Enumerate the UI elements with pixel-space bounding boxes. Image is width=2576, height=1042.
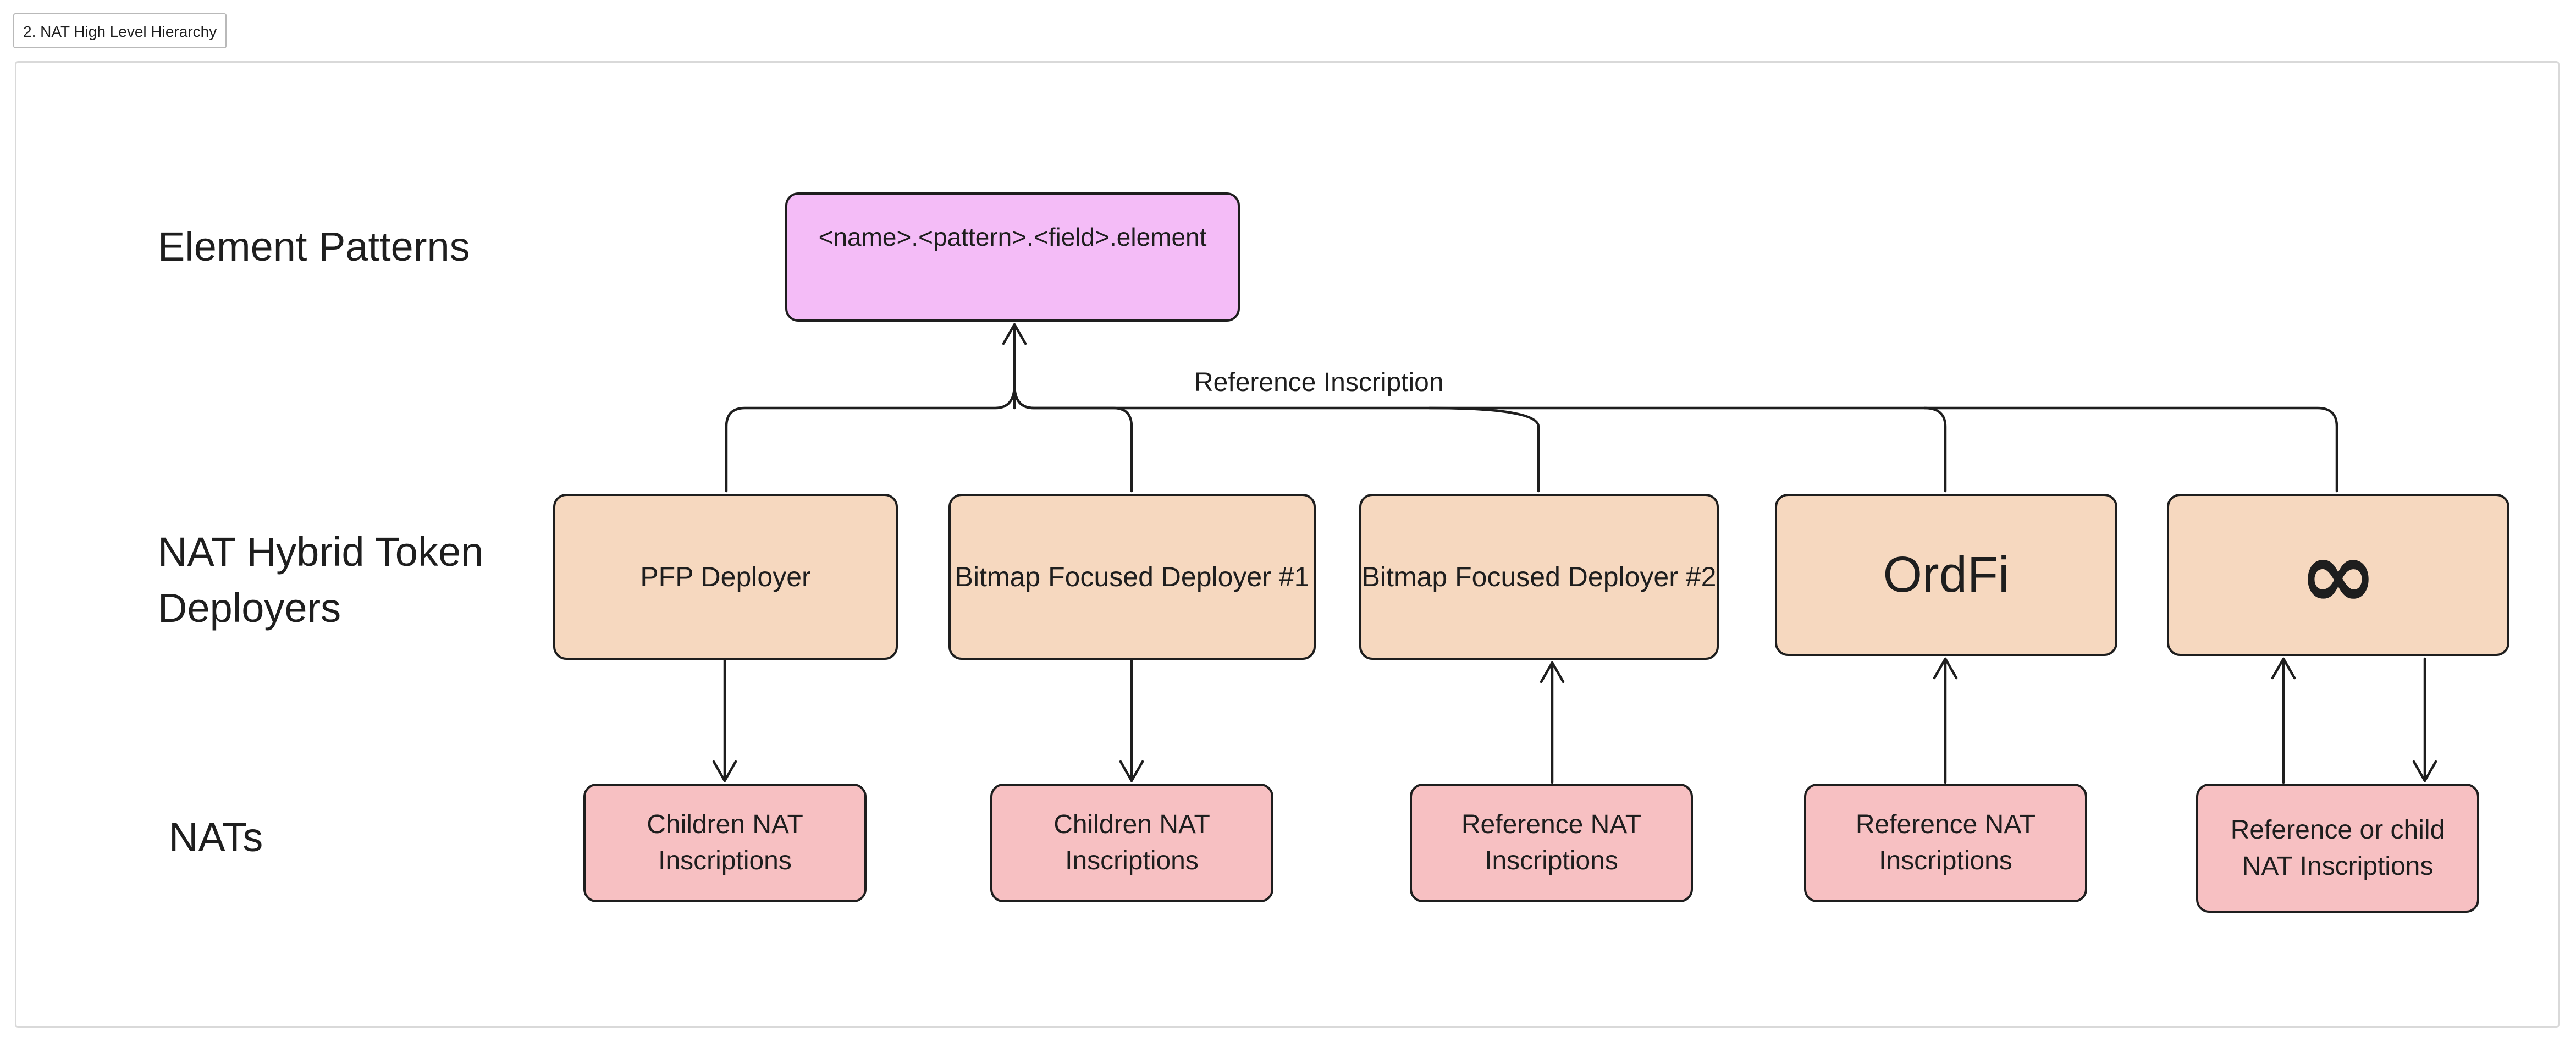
deployer-bitmap-1[interactable]: Bitmap Focused Deployer #1 (948, 494, 1316, 660)
nat-reference-or-child[interactable]: Reference or child NAT Inscriptions (2196, 784, 2479, 913)
nat-reference-or-child-label: Reference or child NAT Inscriptions (2230, 815, 2445, 881)
deployer-bitmap-1-label: Bitmap Focused Deployer #1 (955, 561, 1310, 592)
connector-bus (725, 383, 2338, 493)
nat-reference-2[interactable]: Reference NAT Inscriptions (1804, 784, 2087, 902)
deployer-pfp-label: PFP Deployer (640, 561, 811, 592)
nat-reference-1-label: Reference NAT Inscriptions (1461, 810, 1642, 875)
arrowhead-pfp-nat (712, 760, 737, 782)
deployer-bitmap-2[interactable]: Bitmap Focused Deployer #2 (1359, 494, 1719, 660)
row-label-element-patterns: Element Patterns (158, 224, 470, 269)
nat-children-2-label: Children NAT Inscriptions (1053, 810, 1210, 875)
arrowhead-ordfi (1933, 657, 1958, 680)
infinity-icon: ∞ (2299, 520, 2378, 630)
connector-bus-link-deployer-3 (1428, 406, 1540, 493)
deployer-bitmap-2-label: Bitmap Focused Deployer #2 (1361, 561, 1717, 592)
nat-children-2[interactable]: Children NAT Inscriptions (990, 784, 1273, 902)
frame-title-tab[interactable]: 2. NAT High Level Hierarchy (13, 13, 227, 48)
deployer-pfp[interactable]: PFP Deployer (553, 494, 898, 660)
nat-children-1[interactable]: Children NAT Inscriptions (583, 784, 867, 902)
element-pattern-text: <name>.<pattern>.<field>.element (818, 223, 1207, 251)
nat-reference-2-label: Reference NAT Inscriptions (1855, 810, 2036, 875)
arrowhead-infinity-down (2412, 760, 2437, 782)
connector-bus-link-deployer-4 (1923, 406, 1947, 493)
deployer-ordfi[interactable]: OrdFi (1775, 494, 2117, 656)
arrowhead-bitmap1-nat (1119, 760, 1144, 782)
row-label-deployers: NAT Hybrid Token Deployers (158, 529, 484, 631)
reference-inscription-label: Reference Inscription (1194, 368, 1444, 397)
deployer-ordfi-label: OrdFi (1883, 547, 2010, 603)
nat-reference-1[interactable]: Reference NAT Inscriptions (1410, 784, 1693, 902)
connector-bus-link-deployer-2 (1013, 383, 1133, 493)
deployer-infinity[interactable]: ∞ (2167, 494, 2509, 656)
arrowhead-infinity-up (2271, 657, 2296, 680)
nat-children-1-label: Children NAT Inscriptions (647, 810, 803, 875)
arrowhead-element (1002, 323, 1027, 345)
arrowhead-bitmap2 (1540, 661, 1565, 683)
element-pattern-node[interactable]: <name>.<pattern>.<field>.element (785, 192, 1240, 322)
row-label-nats: NATs (169, 814, 263, 860)
